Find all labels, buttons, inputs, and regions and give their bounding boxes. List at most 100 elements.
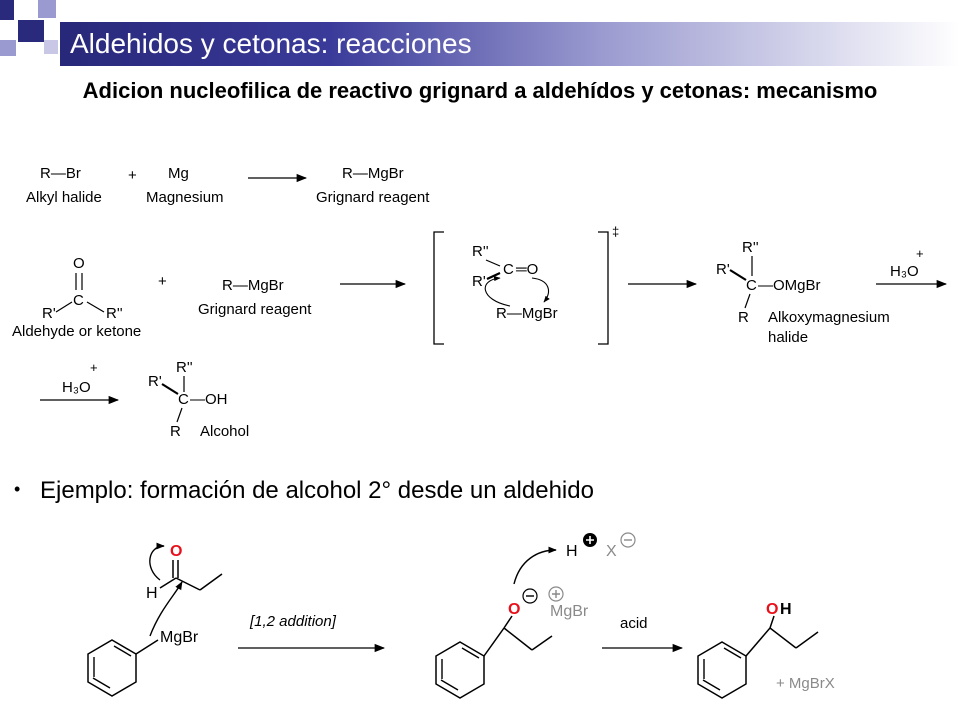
minus-charge-icon-gray	[620, 532, 636, 548]
example-mgbr: MgBr	[160, 629, 199, 646]
benzene-ring-2-double-2	[440, 679, 459, 691]
curved-arrow-carbonyl	[149, 542, 165, 581]
curved-arrow-attack	[149, 581, 183, 637]
alcohol-carbon: C	[178, 391, 189, 408]
addition-label: [1,2 addition]	[249, 613, 337, 630]
ts-carbon: C	[503, 261, 514, 278]
plus-sign-2: +	[158, 273, 167, 290]
ts-curved-arrow-2	[531, 277, 550, 303]
scheme-grignard-formation: R—Br Alkyl halide + Mg Magnesium R—MgBr …	[26, 165, 430, 206]
product-hydrogen: H	[780, 601, 792, 618]
alcohol-oh: —OH	[190, 391, 228, 408]
carbonyl-carbon: C	[73, 292, 84, 309]
decor-square-3	[38, 0, 56, 18]
mgbr-cation: MgBr	[550, 603, 589, 620]
alkoxide-bond-down	[744, 293, 751, 309]
intermediate-chain-2	[503, 627, 533, 651]
h3o-plus-charge-2: +	[90, 360, 98, 375]
alkoxide-omgbr: —OMgBr	[758, 277, 821, 294]
benzene-ring-3	[697, 641, 747, 699]
intermediate-chain-3	[531, 635, 553, 651]
benzene-ring-2	[435, 641, 485, 699]
ts-r-mgbr: R—MgBr	[496, 305, 558, 322]
double-dagger: ‡	[612, 224, 619, 239]
plus-charge-icon-gray	[548, 586, 564, 602]
benzene-ring-1-double-2	[92, 677, 111, 689]
product-chain-2	[769, 627, 797, 649]
decor-square-1	[0, 0, 14, 20]
example-scheme: MgBr O H [1,2 addition] O MgBr H X	[87, 532, 835, 699]
magnesium-label: Magnesium	[146, 189, 224, 206]
bullet-text: Ejemplo: formación de alcohol 2° desde u…	[40, 477, 594, 504]
alkoxide-r: R	[738, 309, 749, 326]
ts-carbonyl-oxygen: ═O	[515, 261, 538, 278]
decor-square-2	[18, 20, 44, 42]
carbonyl-oxygen: O	[73, 255, 85, 272]
benzene-ring-1	[87, 639, 137, 697]
ts-r-prime: R'	[472, 273, 486, 290]
ts-bracket-left	[433, 231, 444, 345]
alkyl-halide-formula: R—Br	[40, 165, 81, 182]
plus-charge-gray-cross	[552, 590, 560, 598]
ts-r-dprime: R''	[472, 243, 489, 260]
carbonyl-bond-left	[55, 301, 73, 313]
carbonyl-bond-right	[86, 301, 105, 313]
aldehyde-ketone-label: Aldehyde or ketone	[12, 323, 141, 340]
benzene-ring-1-double-1	[113, 645, 132, 657]
aldehyde-oxygen: O	[170, 543, 182, 560]
carbonyl-r-dprime: R''	[106, 305, 123, 322]
grignard-label-2: Grignard reagent	[198, 301, 312, 318]
alkyl-halide-label: Alkyl halide	[26, 189, 102, 206]
product-co-bond	[769, 615, 775, 629]
alcohol-bond-wedge	[161, 383, 179, 395]
section-heading: Adicion nucleofilica de reactivo grignar…	[82, 78, 878, 103]
benzene-ring-3-double-2	[702, 679, 721, 691]
product-oxygen: O	[766, 601, 778, 618]
product-chain-1	[745, 627, 771, 657]
alkoxide-bond-wedge	[729, 269, 747, 281]
decor-square-4	[0, 40, 16, 56]
proton-h: H	[566, 543, 578, 560]
alcohol-r-dprime: R''	[176, 359, 193, 376]
counter-anion-x: X	[606, 543, 617, 560]
alkoxide-label-2: halide	[768, 329, 808, 346]
phenyl-mg-bond	[135, 639, 159, 655]
plus-sign: +	[128, 167, 137, 184]
alkoxide-r-prime: R'	[716, 261, 730, 278]
aldehyde-chain-2	[199, 573, 223, 591]
bullet-dot-icon: •	[14, 479, 21, 499]
alcohol-r: R	[170, 423, 181, 440]
benzene-ring-2-double-1	[461, 647, 480, 659]
title-bar	[60, 22, 960, 66]
alkoxide-r-dprime: R''	[742, 239, 759, 256]
grignard-formula-2: R—MgBr	[222, 277, 284, 294]
h3o-label-2: H₃O	[62, 379, 91, 396]
grignard-formula: R—MgBr	[342, 165, 404, 182]
aldehyde-hydrogen: H	[146, 585, 158, 602]
alcohol-bond-down	[176, 407, 183, 423]
product-chain-3	[795, 631, 819, 649]
ts-curved-arrow-1	[484, 275, 511, 307]
ts-bracket-right	[598, 231, 609, 345]
alcohol-r-prime: R'	[148, 373, 162, 390]
acid-label: acid	[620, 615, 648, 632]
byproduct-label: + MgBrX	[776, 675, 835, 692]
ts-bond-2	[486, 272, 501, 280]
alkoxide-oxygen: O	[508, 601, 520, 618]
scheme-mechanism: O C R' R'' Aldehyde or ketone + R—MgBr G…	[12, 224, 948, 346]
aldehyde-ch-bond	[159, 577, 177, 589]
ts-bond-1	[485, 259, 501, 267]
aldehyde-chain-1	[175, 577, 201, 591]
alkoxide-label-1: Alkoxymagnesium	[768, 309, 890, 326]
h3o-label: H₃O	[890, 263, 919, 280]
benzene-ring-3-double-1	[723, 647, 742, 659]
carbonyl-r-prime: R'	[42, 305, 56, 322]
intermediate-chain-1	[483, 627, 505, 657]
slide-title: Aldehidos y cetonas: reacciones	[70, 28, 472, 59]
decor-square-5	[44, 40, 58, 54]
alcohol-label: Alcohol	[200, 423, 249, 440]
grignard-label: Grignard reagent	[316, 189, 430, 206]
intermediate-co-bond	[503, 615, 513, 629]
minus-charge-icon	[522, 588, 538, 604]
